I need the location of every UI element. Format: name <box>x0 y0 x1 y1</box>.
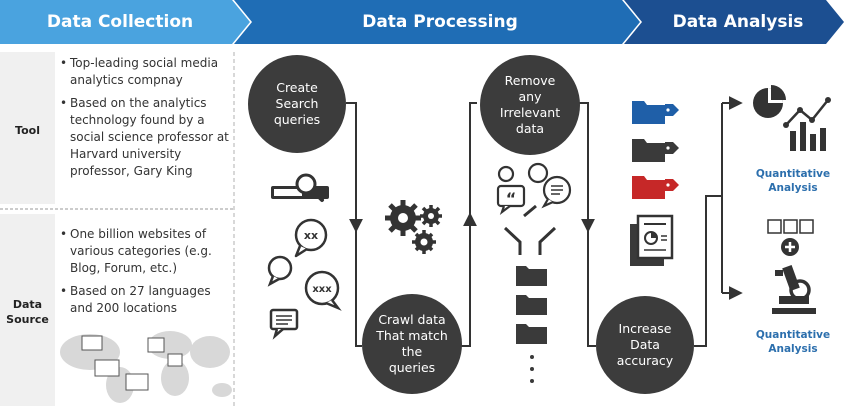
data-source-bullet-1: One billion websites of various categori… <box>60 226 232 277</box>
speech-bubble-xxx-icon <box>304 270 342 311</box>
funnel-arrows-icon <box>503 204 557 255</box>
data-source-label: Data Source <box>0 297 55 327</box>
pie-bar-chart-icon <box>753 85 831 151</box>
quantitative-analysis-bottom: Quantitative Analysis <box>743 328 843 356</box>
step-crawl-line3: the <box>401 344 423 359</box>
banner-collection-shape <box>0 0 250 44</box>
red-folder-icon <box>632 176 679 199</box>
step-increase-line1: Increase <box>618 321 672 336</box>
analysis-top-line2: Analysis <box>768 182 818 194</box>
analysis-bottom-line2: Analysis <box>768 343 818 355</box>
banner-processing-shape <box>234 0 640 44</box>
quote-glyph: “ <box>506 189 517 208</box>
microscope-icon <box>772 265 816 314</box>
quantitative-analysis-top: Quantitative Analysis <box>743 167 843 195</box>
data-source-bullet-2: Based on 27 languages and 200 locations <box>60 283 232 317</box>
tool-bullet-2: Based on the analytics technology found … <box>60 95 230 180</box>
data-source-label-line2: Source <box>6 313 49 326</box>
tool-bullets: Top-leading social media analytics compn… <box>60 55 230 186</box>
blue-folder-icon <box>632 101 679 124</box>
analysis-bottom-line1: Quantitative <box>755 329 831 341</box>
step-create-search-queries: Create Search queries <box>248 55 346 153</box>
language-cards-icon <box>767 219 814 234</box>
search-bar-icon <box>271 173 329 202</box>
step-increase-line3: accuracy <box>616 353 674 368</box>
folder-stack-icon <box>516 266 547 383</box>
step-crawl-line4: queries <box>388 360 436 375</box>
gears-icon <box>385 200 442 254</box>
step-increase-data-accuracy: Increase Data accuracy <box>596 296 694 394</box>
source-label-bg <box>0 214 55 406</box>
step-crawl-data: Crawl data That match the queries <box>362 294 462 394</box>
banner-analysis-shape <box>624 0 844 44</box>
website-thumbnails-icon <box>81 335 183 391</box>
step-remove-irrelevant-data: Remove any Irrelevant data <box>480 55 580 155</box>
flow-line-increase-analysis <box>694 103 723 347</box>
step-crawl-line2: That match <box>376 328 448 343</box>
tool-label: Tool <box>15 124 40 137</box>
step-create-line3: queries <box>273 112 321 127</box>
banner-data-collection: Data Collection <box>46 12 194 32</box>
bubbles-cluster-icon <box>496 162 572 215</box>
bubble-xxx-text: xxx <box>312 284 332 295</box>
data-source-bullets: One billion websites of various categori… <box>60 226 232 323</box>
data-source-label-line1: Data <box>12 298 43 311</box>
step-create-line2: Search <box>275 96 319 111</box>
step-remove-line4: data <box>515 121 545 136</box>
banner-data-processing: Data Processing <box>362 12 518 32</box>
step-increase-line2: Data <box>630 337 660 352</box>
speech-bubble-xx-icon <box>294 218 328 258</box>
step-remove-line2: any <box>518 89 542 104</box>
flow-line-create-crawl <box>346 102 362 347</box>
bubble-xx-text: xx <box>304 229 318 242</box>
gray-folder-icon <box>632 139 679 162</box>
step-remove-line1: Remove <box>504 73 556 88</box>
plus-icon <box>781 238 799 256</box>
flow-line-crawl-remove <box>460 102 477 347</box>
tool-label-bg <box>0 52 55 204</box>
step-crawl-line1: Crawl data <box>378 312 446 327</box>
step-remove-line3: Irrelevant <box>499 105 561 120</box>
tool-bullet-1: Top-leading social media analytics compn… <box>60 55 230 89</box>
banner-data-analysis: Data Analysis <box>672 12 804 32</box>
analysis-top-line1: Quantitative <box>755 168 831 180</box>
speech-bubble-small-icon <box>267 255 293 287</box>
step-create-line1: Create <box>276 80 318 95</box>
chat-message-icon <box>269 308 299 340</box>
report-document-icon <box>630 214 674 266</box>
